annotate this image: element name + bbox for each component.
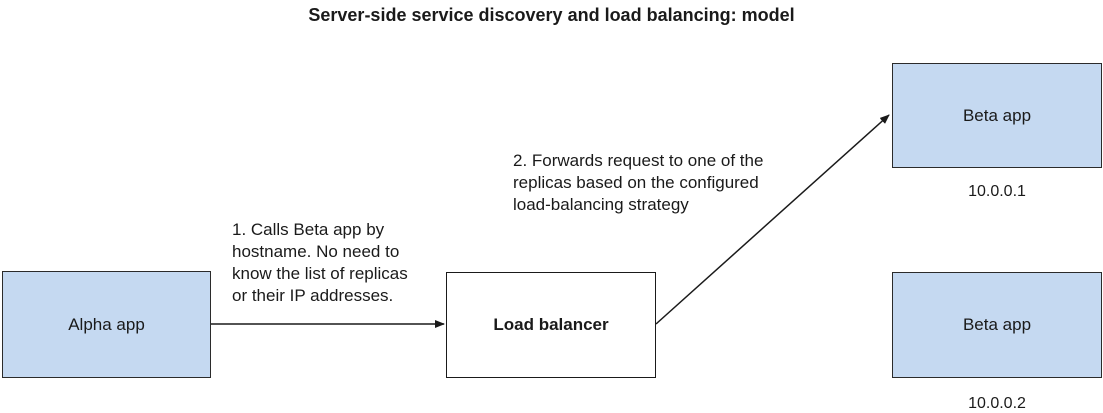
load-balancer-box: Load balancer [446,272,656,378]
arrow-load-balancer-to-beta-1 [655,114,890,325]
beta-app-2-label: Beta app [962,315,1032,334]
beta-app-2-ip: 10.0.0.2 [968,395,1026,412]
step-2-annotation: 2. Forwards request to one of the replic… [513,151,764,214]
alpha-app-label: Alpha app [68,314,145,334]
alpha-app-box: Alpha app [2,271,211,378]
beta-app-1-ip: 10.0.0.1 [968,183,1026,200]
step-1-annotation: 1. Calls Beta app by hostname. No need t… [232,220,408,305]
load-balancer-label: Load balancer [493,315,609,334]
diagram-title: Server-side service discovery and load b… [308,5,795,25]
beta-app-box-1: Beta app [892,63,1102,168]
beta-app-1-label: Beta app [962,105,1032,125]
beta-app-box-2: Beta app [892,272,1102,378]
